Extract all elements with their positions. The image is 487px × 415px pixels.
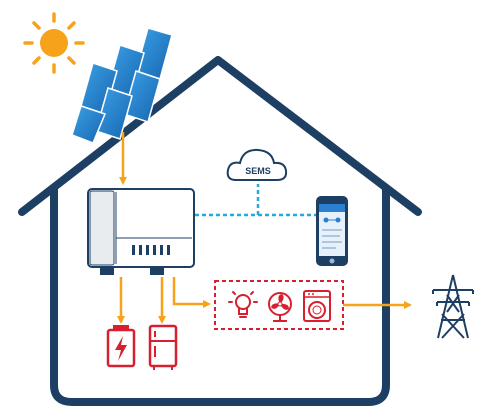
data-link-line bbox=[195, 184, 320, 217]
cloud-label: SEMS bbox=[245, 166, 271, 176]
inverter-to-loads-flow bbox=[172, 277, 211, 308]
sun-icon bbox=[23, 12, 85, 74]
inverter-icon bbox=[87, 188, 195, 275]
smartphone-icon bbox=[316, 196, 348, 266]
light-bulb-icon bbox=[228, 291, 258, 318]
battery-icon bbox=[106, 325, 136, 368]
power-pylon-icon bbox=[432, 274, 474, 339]
household-loads-box bbox=[214, 280, 344, 330]
fan-icon bbox=[268, 292, 292, 322]
fridge-icon bbox=[148, 324, 178, 370]
house-outline bbox=[18, 56, 422, 406]
cloud-icon: SEMS bbox=[226, 148, 288, 181]
washing-machine-icon bbox=[303, 290, 331, 322]
solar-panel-icon bbox=[71, 27, 173, 144]
